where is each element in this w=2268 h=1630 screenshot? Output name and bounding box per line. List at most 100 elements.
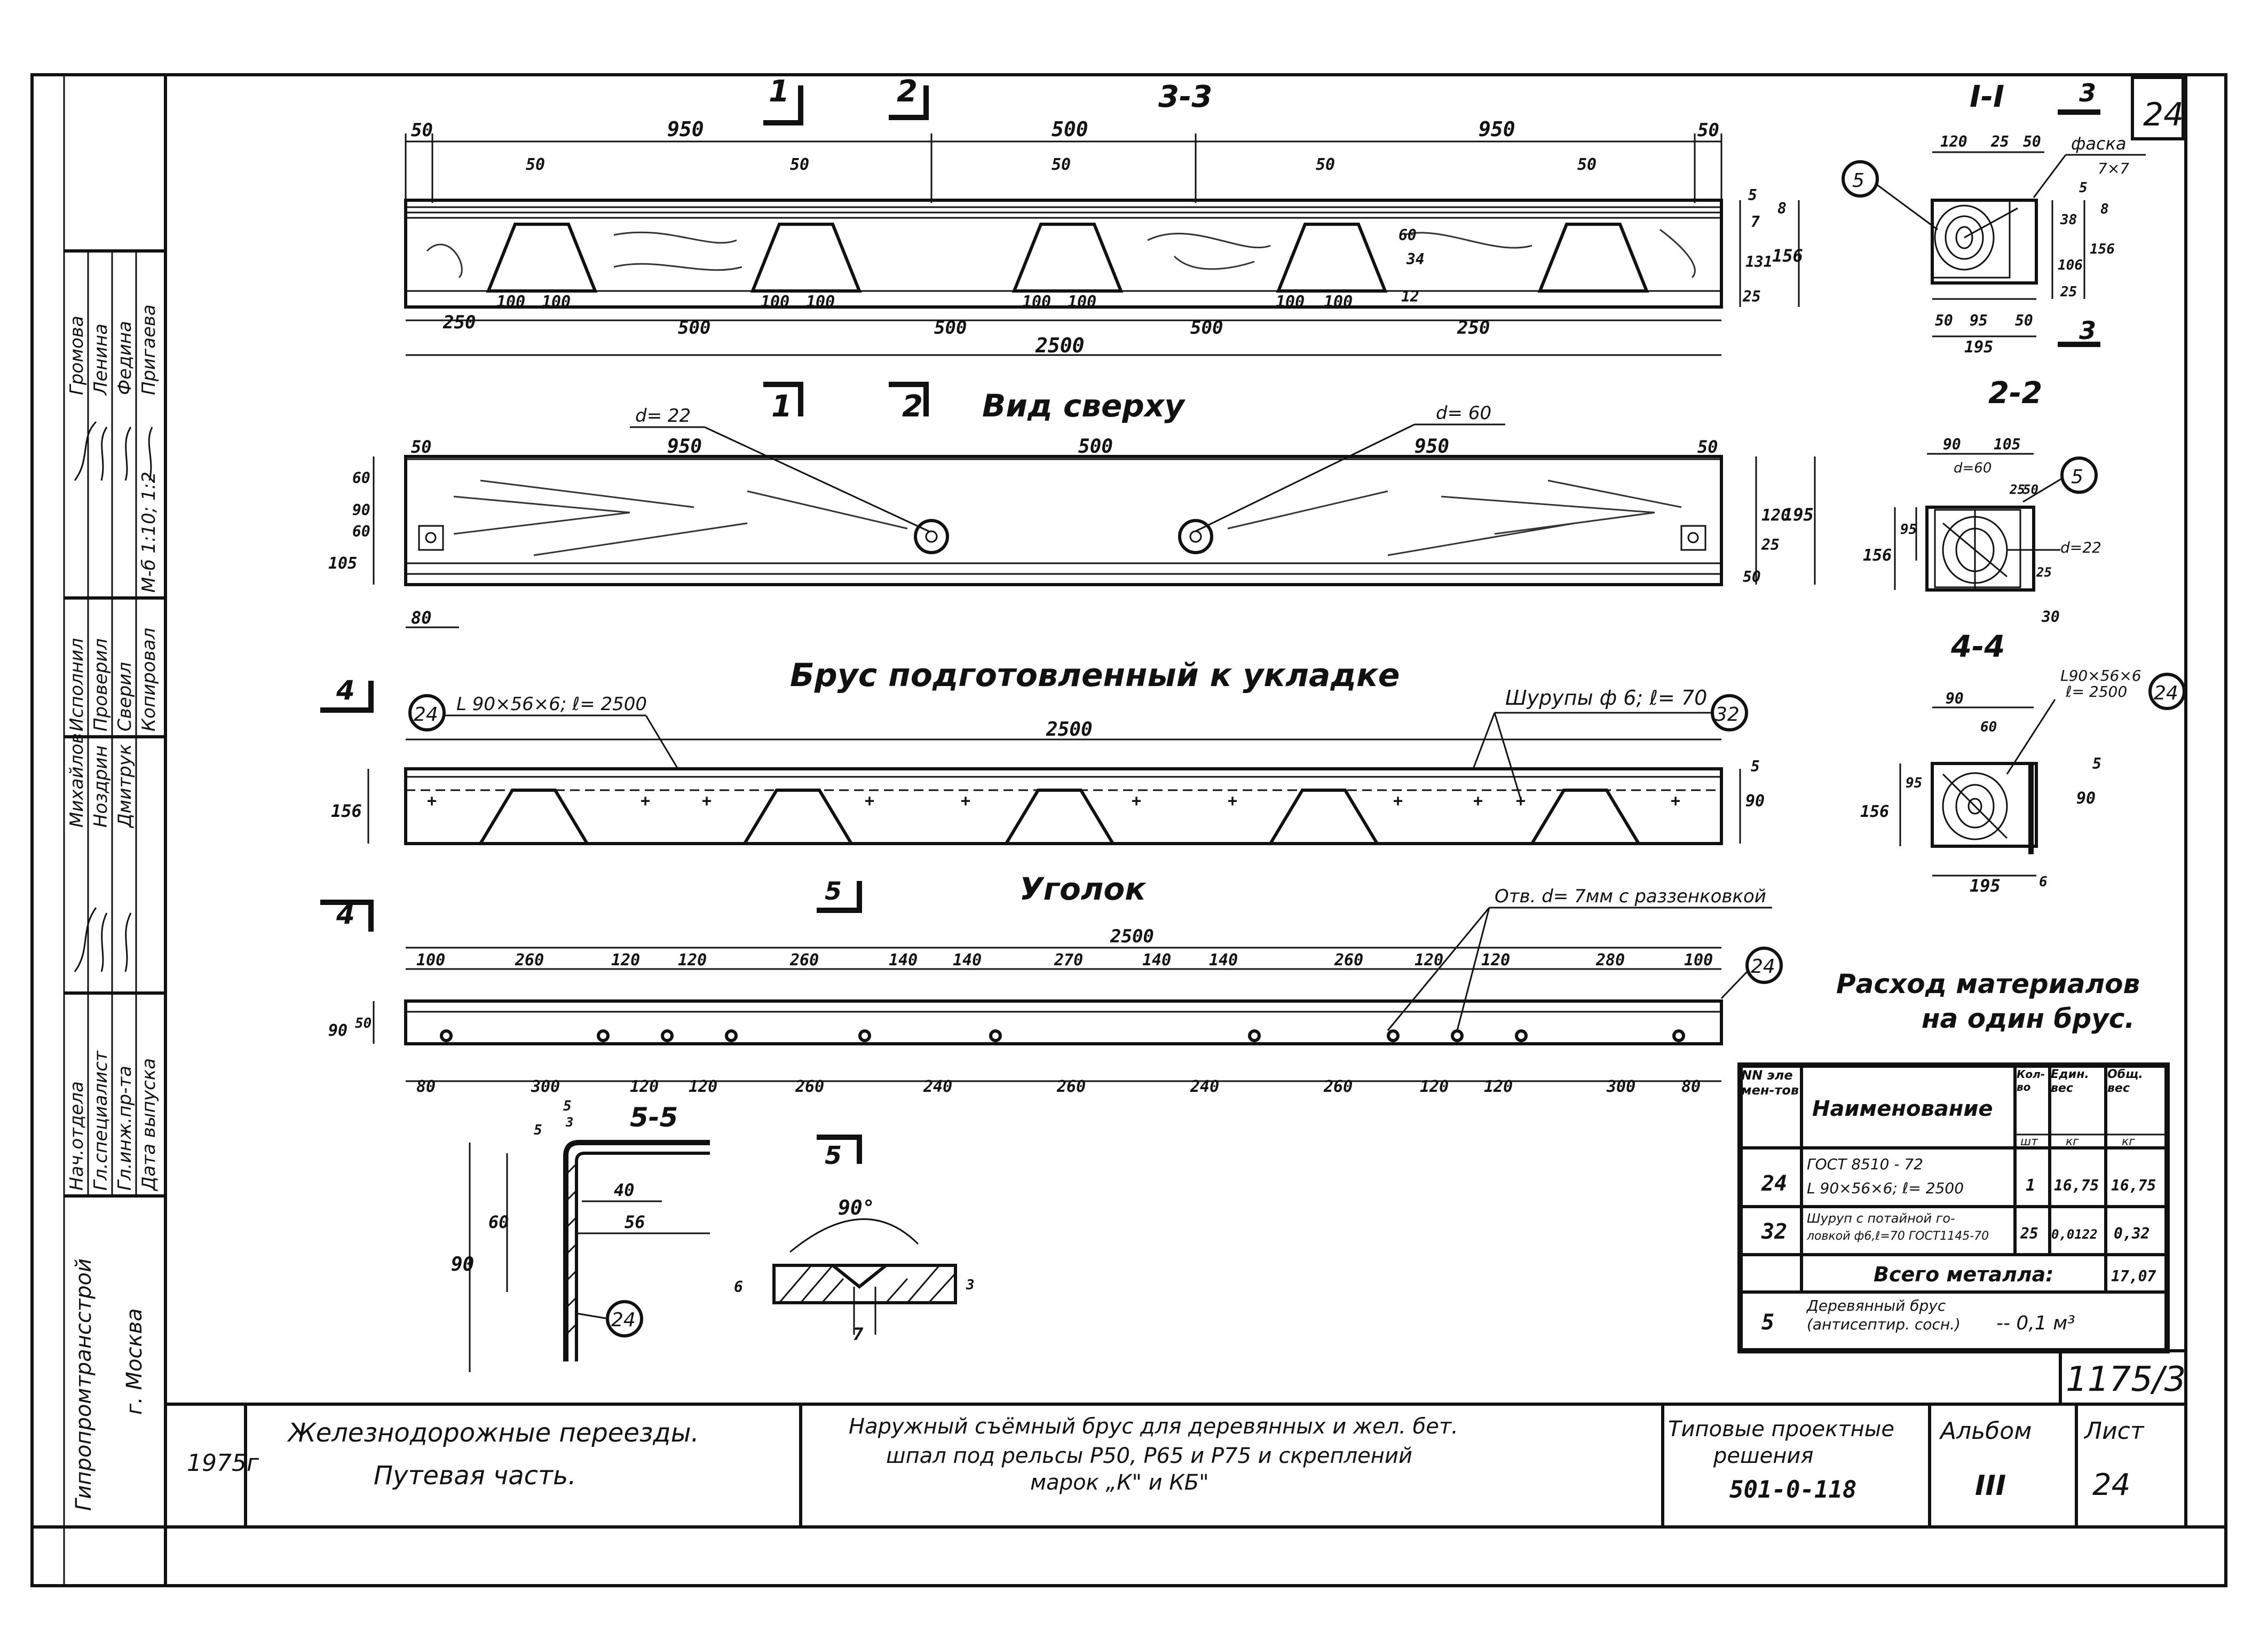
svg-text:40: 40 [614,1180,635,1200]
table-row: 32 Шуруп с потайной го- ловкой ф6,ℓ=70 Г… [1761,1211,2150,1244]
svg-text:50: 50 [411,120,433,141]
svg-text:270: 270 [1054,951,1083,970]
svg-text:L 90×56×6; ℓ= 2500: L 90×56×6; ℓ= 2500 [456,694,647,715]
table-row: 24 ГОСТ 8510 - 72 L 90×56×6; ℓ= 2500 1 1… [1761,1155,2156,1197]
view-3-3-elevation: 3-3 1 2 1 2 50 950 500 9 [404,74,1803,424]
svg-text:Исполнил: Исполнил [66,638,88,731]
svg-text:60: 60 [352,523,370,540]
svg-text:34: 34 [1406,250,1425,268]
th-qty: Кол-во [2017,1068,2045,1093]
view-top: Вид сверху d= 22 d= 60 50 950 500 950 50 [328,388,1816,628]
svg-text:32: 32 [1715,704,1740,726]
svg-text:Копировал: Копировал [138,628,160,731]
corner-sheet-number: 24 [2131,76,2185,140]
svg-text:105: 105 [328,554,357,573]
screw-marks: + + + + + + + + + + + [427,792,1680,810]
tb-album-value: III [1975,1470,2006,1502]
svg-text:90: 90 [1745,792,1765,810]
svg-text:Громова: Громова [66,316,88,395]
view-section-1-1: I-I 3 3 120 25 50 фаска 7×7 5 50 95 50 1… [1842,78,2146,357]
svg-text:г. Москва: г. Москва [122,1308,147,1415]
svg-text:95: 95 [1970,312,1988,329]
svg-text:1: 1 [2026,1176,2035,1195]
svg-text:24: 24 [2154,682,2178,704]
svg-text:7×7: 7×7 [2098,160,2129,177]
svg-text:90: 90 [2076,789,2096,808]
svg-text:25: 25 [1742,288,1761,305]
left-stamp: Нач.отдела Гл.специалист Гл.инж.пр-та Да… [64,249,165,1511]
svg-text:240: 240 [1190,1077,1219,1096]
svg-text:0,0122: 0,0122 [2051,1227,2098,1242]
svg-text:25: 25 [1990,133,2009,151]
view-angle: Уголок 5 5 Отв. d= 7мм с раззенковкой 25… [328,871,1783,1170]
svg-text:3: 3 [966,1277,975,1293]
svg-text:5: 5 [1852,170,1864,192]
svg-text:950: 950 [1414,436,1449,458]
total-value: 17,07 [2111,1267,2156,1285]
svg-text:500: 500 [678,317,710,338]
beam-notches [486,223,1649,293]
tb-series-1: Типовые проектные [1668,1417,1894,1442]
grain-rings-4-4 [1942,772,2008,840]
svg-text:шт: шт [2020,1135,2038,1148]
svg-text:100: 100 [542,293,571,311]
album-code-box: 1175/3 [2059,1349,2187,1406]
svg-text:260: 260 [1323,1077,1353,1096]
svg-text:500: 500 [1078,436,1113,458]
svg-text:L 90×56×6; ℓ= 2500: L 90×56×6; ℓ= 2500 [1807,1179,1964,1197]
tb-sheet-value: 24 [2092,1468,2130,1502]
svg-text:Гл.инж.пр-та: Гл.инж.пр-та [114,1066,136,1191]
svg-text:фаска: фаска [2071,133,2127,154]
svg-text:100: 100 [416,951,445,970]
svg-text:50: 50 [1935,312,1953,329]
tb-album-label: Альбом [1939,1418,2032,1445]
svg-text:Ноздрин: Ноздрин [90,745,112,828]
svg-text:24: 24 [611,1309,636,1331]
svg-text:90: 90 [328,1021,347,1040]
svg-text:Деревянный брус: Деревянный брус [1806,1297,1946,1314]
svg-text:5: 5 [1748,186,1757,204]
svg-text:-- 0,1 м³: -- 0,1 м³ [1996,1312,2075,1334]
angle-top-dims: 100 260 120 120 260 140 140 270 140 140 … [416,951,1713,970]
svg-text:(антисептир. сосн.): (антисептир. сосн.) [1807,1316,1961,1333]
th-total-w: Общ. вес [2107,1068,2143,1095]
svg-text:260: 260 [515,951,544,970]
svg-text:2500: 2500 [1035,334,1085,357]
svg-text:2: 2 [897,74,918,109]
wood-grain-elevation [426,229,1696,279]
svg-text:100: 100 [806,293,835,311]
svg-text:90: 90 [451,1254,474,1275]
svg-text:120: 120 [1481,951,1510,970]
svg-text:ловкой ф6,ℓ=70 ГОСТ1145-70: ловкой ф6,ℓ=70 ГОСТ1145-70 [1806,1230,1989,1243]
svg-text:38: 38 [2060,212,2077,228]
svg-text:156: 156 [331,801,362,821]
svg-text:24: 24 [2143,96,2184,133]
svg-text:156: 156 [2090,241,2115,257]
svg-text:d= 60: d= 60 [1436,403,1491,424]
svg-text:156: 156 [1863,546,1892,565]
svg-text:0,32: 0,32 [2114,1225,2150,1242]
svg-text:Ленина: Ленина [90,324,112,396]
svg-text:95: 95 [1906,775,1922,791]
svg-text:3: 3 [2079,78,2096,107]
svg-text:950: 950 [1479,117,1515,141]
svg-text:60: 60 [488,1212,509,1232]
svg-text:60: 60 [1398,226,1417,244]
svg-text:90: 90 [352,501,370,519]
svg-text:131: 131 [1745,253,1773,271]
svg-text:+: + [865,792,874,810]
svg-text:2500: 2500 [1046,719,1093,741]
svg-text:ГОСТ 8510 - 72: ГОСТ 8510 - 72 [1807,1155,1923,1173]
th-num: NN элемен-тов [1741,1068,1799,1098]
svg-text:260: 260 [795,1077,824,1096]
svg-text:+: + [1228,792,1237,810]
svg-text:кг: кг [2066,1135,2079,1148]
svg-text:50: 50 [790,155,809,174]
svg-text:100: 100 [496,293,525,311]
svg-text:Шурупы ф 6; ℓ= 70: Шурупы ф 6; ℓ= 70 [1505,686,1707,710]
svg-text:24: 24 [414,704,438,726]
view-title-bar-ready: Брус подготовленный к укладке [790,657,1400,694]
svg-text:250: 250 [1457,317,1490,338]
svg-text:16,75: 16,75 [2054,1177,2099,1194]
